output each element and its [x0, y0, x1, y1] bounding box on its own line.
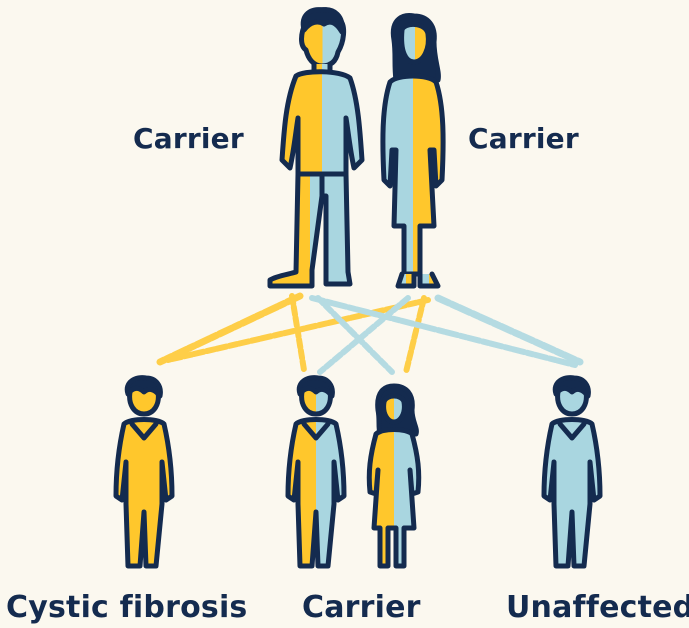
- child-carrier-boy-figure: [288, 378, 344, 566]
- parent-left-label: Carrier: [133, 122, 244, 155]
- child-carrier-label: Carrier: [302, 590, 421, 625]
- child-unaffected-label: Unaffected: [506, 590, 689, 625]
- line-father-to-affected: [160, 296, 300, 362]
- child-affected-figure: [116, 378, 172, 566]
- father-figure: [270, 10, 362, 286]
- parent-right-label: Carrier: [468, 122, 579, 155]
- child-unaffected-figure: [544, 378, 600, 566]
- line-mother-yellow-to-carrier: [406, 298, 424, 372]
- child-affected-label: Cystic fibrosis: [6, 590, 248, 625]
- line-mother-blue-to-unaffected: [438, 298, 580, 362]
- inheritance-lines: [160, 296, 580, 372]
- mother-figure: [383, 16, 443, 286]
- child-carrier-girl-figure: [369, 386, 419, 566]
